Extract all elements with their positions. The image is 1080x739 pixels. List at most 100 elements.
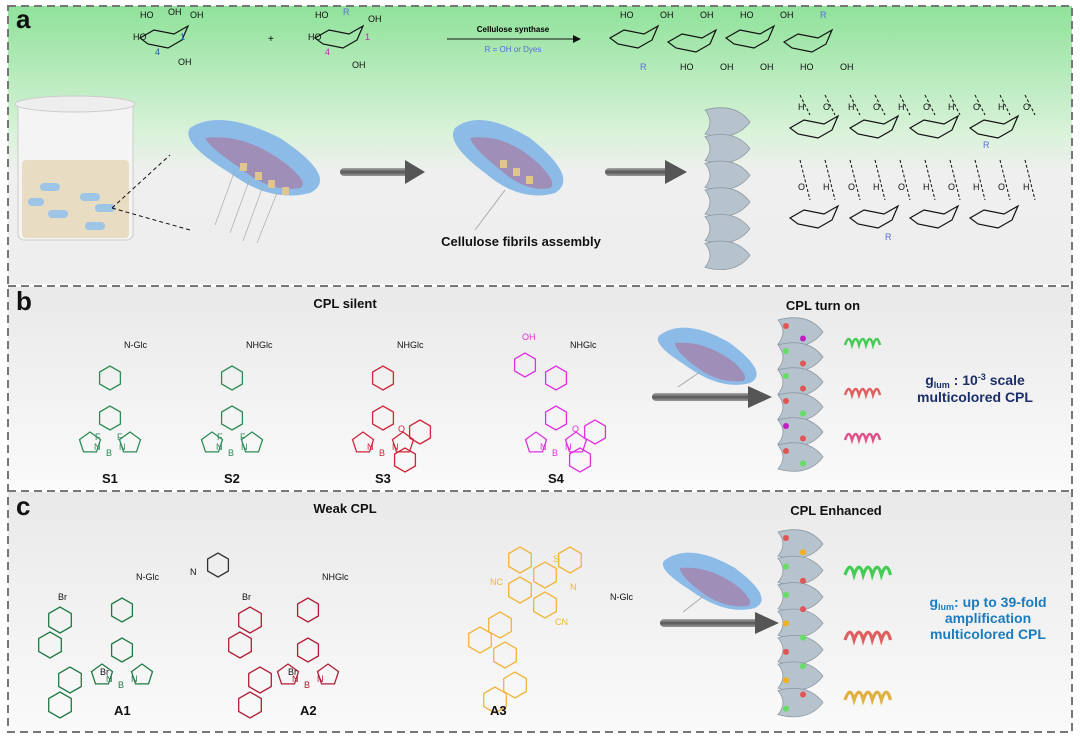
hydrogen-bond [799,94,811,116]
helix-turn [704,187,751,217]
atom-label: B [228,448,234,458]
atom-label: N [317,674,324,684]
ring [371,365,395,391]
atom-label: N [190,567,197,577]
atom-label: HO [140,10,154,20]
atom-label: O [798,182,805,192]
ring [391,431,415,453]
atom-label: Br [288,667,297,677]
hydrogen-bond [924,159,936,201]
atom-label: H [998,102,1005,112]
atom-label: N [392,442,399,452]
dye-dot [783,398,789,404]
atom-label: Br [100,667,109,677]
hydrogen-bond [824,159,836,201]
dye-dot [800,691,806,698]
ring [408,419,432,445]
ring [583,419,607,445]
atom-label: B [106,448,112,458]
ring [220,405,244,431]
atom-label: H [923,182,930,192]
atom-label: HO [800,62,814,72]
atom-label: N [216,442,223,452]
dye-dot [783,423,789,429]
atom-label: O [1023,102,1030,112]
atom-label: N-Glc [136,572,159,582]
ring [130,663,154,685]
ring [238,606,262,634]
hydrogen-bond [824,94,836,116]
atom-label: F [217,432,223,442]
ring [90,663,114,685]
dye-dot [800,460,806,467]
helix-turn [777,661,824,691]
atom-label: B [379,448,385,458]
reaction-condition: R = OH or Dyes [485,45,542,54]
pyranose-ring [724,24,776,49]
hydrogen-bond [799,159,811,201]
atom-label: H [798,102,805,112]
hydrogen-bond [874,159,886,201]
ring [371,405,395,431]
helix-turn [777,555,824,586]
process-arrow-1-head [405,160,425,184]
helix-turn [777,687,824,718]
ring [533,561,557,589]
atom-label: O [998,182,1005,192]
ring [544,365,568,391]
panel-a-background [8,6,1072,284]
glum-description-c: glum: up to 39-fold amplification multic… [929,594,1046,642]
atom-label: CN [555,617,568,627]
helix-turn [777,529,824,559]
ring [508,546,532,574]
atom-label: H [1023,182,1030,192]
atom-label: NC [490,577,503,587]
dye-dot [800,435,806,442]
atom-label: O [398,424,405,434]
hydrogen-bond [899,159,911,201]
cpl-emission-icons [843,565,893,706]
atom-label: B [552,448,558,458]
atom-label: Br [242,592,251,602]
beaker-icon [14,95,191,241]
atom-label: N [119,442,126,452]
assembly-caption: Cellulose fibrils assembly [441,234,601,249]
cpl-spiral-icon [843,387,882,400]
atom-label: B [118,680,124,690]
ring [98,405,122,431]
bacterium-icon [453,120,564,231]
pyranose-ring [788,114,840,139]
ring [206,552,230,578]
pyranose-ring [782,28,834,53]
panel-a-label: a [16,4,31,34]
helix-turn [704,160,751,190]
atom-label: OH [522,332,536,342]
panel-b-background [8,287,1072,489]
panel-c-background [8,492,1072,732]
atom-label: O [572,424,579,434]
svg-text:glum: up to 39-fold: glum: up to 39-fold [929,594,1046,612]
process-arrow-2 [605,168,670,176]
cpl-emission-icons [843,337,882,445]
atom-label: Br [58,592,67,602]
atom-label: R [820,10,827,20]
atom-label: H [848,102,855,112]
hydrogen-bond [899,94,911,116]
dye-doped-helix [777,317,824,472]
bacterium-icon [657,327,757,388]
helix-turn [704,240,751,270]
glum-value-b: glum : 10-3 scale [925,372,1025,390]
svg-text:amplification: amplification [945,610,1031,626]
dye-dot [783,323,789,329]
atom-label: HO [133,32,147,42]
dye-dot [783,535,789,541]
hydrogen-bond [1024,159,1036,201]
pyranose-ring [848,114,900,139]
compound-label: A1 [114,703,131,718]
compound-label: S1 [102,471,118,486]
atom-label: 4 [325,47,330,57]
